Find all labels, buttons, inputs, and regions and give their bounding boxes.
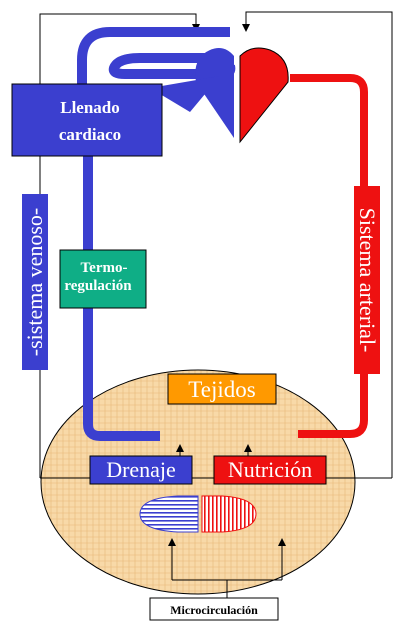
drenaje-box — [89, 455, 193, 485]
sistema-venoso-label: -sistema venoso- — [22, 208, 47, 356]
tejidos-label: Tejidos — [188, 377, 255, 402]
llenado-box — [11, 83, 163, 157]
microcirculacion-label: Microcirculación — [170, 603, 258, 617]
llenado-line2: cardiaco — [59, 125, 121, 144]
tissue-ellipse — [40, 369, 356, 595]
right-heart-half — [195, 48, 234, 138]
drenaje-label: Drenaje — [106, 457, 176, 482]
capillary-venous-half — [139, 495, 199, 533]
tejidos-box — [167, 373, 277, 405]
arterial-label-box — [354, 186, 380, 374]
arterial-path — [290, 74, 368, 438]
left-heart-half — [239, 47, 289, 144]
capillary-arterial-half — [201, 495, 257, 533]
microcirculacion-box — [149, 597, 279, 621]
sistema-arterial-label: Sistema arterial- — [355, 208, 380, 353]
nutricion-box — [213, 455, 327, 485]
venous-wedge — [150, 76, 220, 112]
llenado-line1: Llenado — [60, 98, 120, 117]
termo-box — [59, 249, 147, 309]
termo-line1: Termo- — [81, 260, 128, 276]
venous-path — [77, 27, 230, 441]
nutricion-label: Nutrición — [228, 457, 312, 482]
termo-line2: regulación — [64, 278, 132, 294]
feedback-line-right — [242, 11, 393, 478]
venous-label-box — [22, 194, 48, 370]
